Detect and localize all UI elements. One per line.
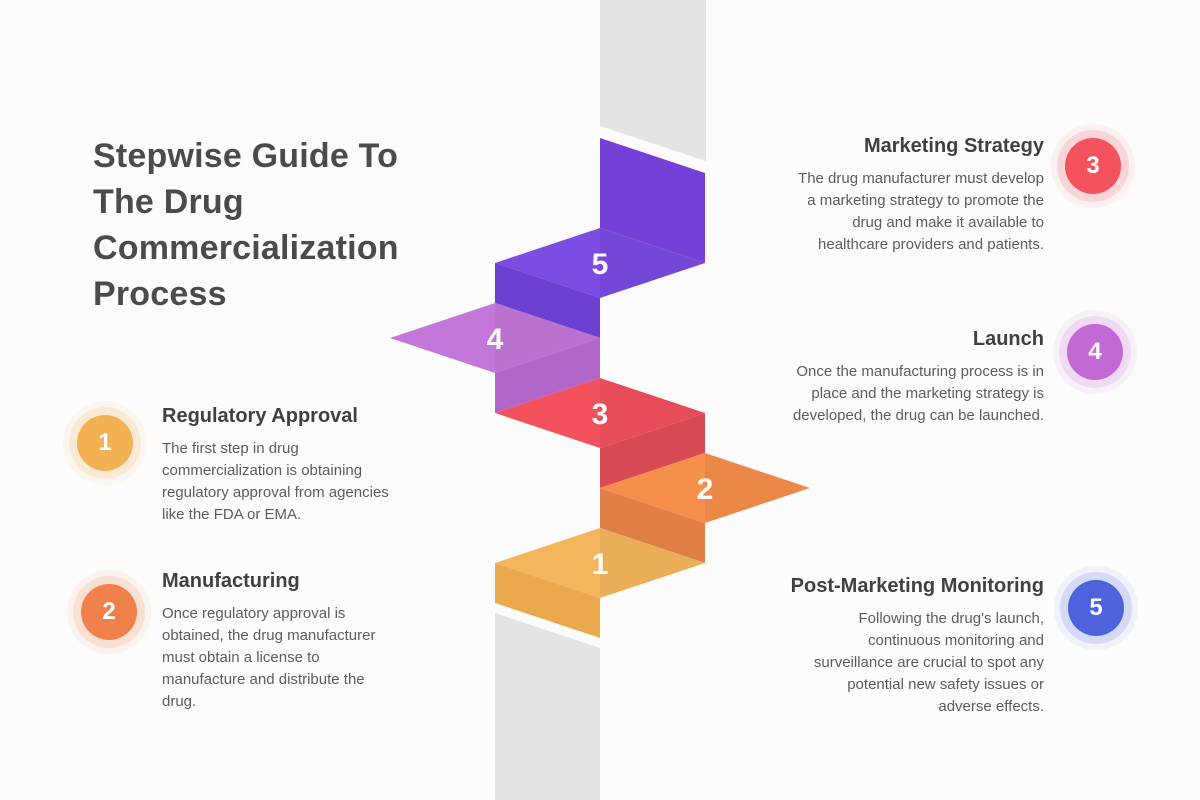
step-4-tread <box>390 303 600 373</box>
step-item-regulatory-approval: Regulatory Approval The first step in dr… <box>162 403 462 526</box>
step-item-marketing-strategy: Marketing Strategy The drug manufacturer… <box>714 133 1044 256</box>
step-2-shade <box>705 453 810 523</box>
step-2-tread <box>600 453 810 523</box>
step-2-badge-number: 2 <box>102 598 116 625</box>
step-3-number: 3 <box>592 398 609 431</box>
step-2-number: 2 <box>697 473 714 506</box>
step-2-title: Manufacturing <box>162 570 300 592</box>
step-5-tread <box>495 228 705 298</box>
step-3-riser <box>600 413 705 488</box>
step-5-badge: 5 <box>1068 580 1124 636</box>
step-3-badge: 3 <box>1065 138 1121 194</box>
step-5-title: Post-Marketing Monitoring <box>790 575 1044 597</box>
step-5-description: Following the drug's launch, continuous … <box>813 610 1044 715</box>
step-1-badge-number: 1 <box>98 429 112 456</box>
page-title: Stepwise Guide To The Drug Commercializa… <box>93 136 399 313</box>
step-1-title: Regulatory Approval <box>162 405 358 427</box>
step-1-number: 1 <box>592 548 609 581</box>
step-3-description: The drug manufacturer must develop a mar… <box>798 170 1044 253</box>
step-2-badge: 2 <box>81 584 137 640</box>
column-bottom <box>495 613 600 800</box>
step-1-badge: 1 <box>77 415 133 471</box>
step-5-badge-number: 5 <box>1089 594 1103 621</box>
step-item-launch: Launch Once the manufacturing process is… <box>714 326 1044 427</box>
step-2-description: Once regulatory approval is obtained, th… <box>162 605 376 710</box>
step-4-badge: 4 <box>1067 324 1123 380</box>
step-3-tread <box>495 378 705 448</box>
step-item-post-marketing-monitoring: Post-Marketing Monitoring Following the … <box>714 573 1044 718</box>
step-5-shade <box>600 228 705 298</box>
step-2-riser <box>600 488 705 563</box>
step-3-title: Marketing Strategy <box>863 135 1044 157</box>
step-item-manufacturing: Manufacturing Once regulatory approval i… <box>162 568 462 713</box>
step-1-riser <box>495 563 600 638</box>
step-4-riser <box>495 338 600 413</box>
step-4-shade <box>495 303 600 373</box>
step-1-description: The first step in drug commercialization… <box>162 440 389 523</box>
step-3-shade <box>600 378 705 448</box>
step-5-riser <box>495 263 600 338</box>
step-1-tread <box>495 528 705 598</box>
column-top <box>600 0 706 161</box>
step-1-shade <box>600 528 705 598</box>
step-4-description: Once the manufacturing process is in pla… <box>792 363 1044 424</box>
step-4-title: Launch <box>972 328 1044 350</box>
step-3-badge-number: 3 <box>1086 152 1100 179</box>
step-4-number: 4 <box>487 323 504 356</box>
step-4-badge-number: 4 <box>1088 338 1102 365</box>
step-5-upper-riser <box>600 138 705 263</box>
step-5-number: 5 <box>592 248 609 281</box>
